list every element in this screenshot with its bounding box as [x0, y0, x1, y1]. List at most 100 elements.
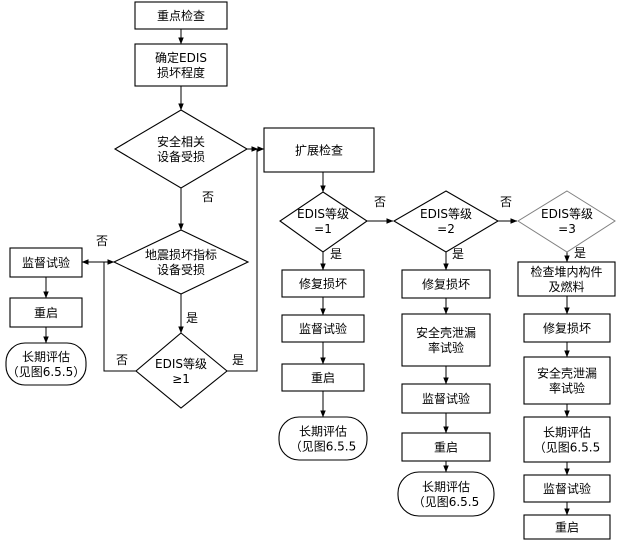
node-inspect-core-d: 检查堆内构件及燃料	[530, 264, 602, 294]
node-repair-c: 修复损坏	[422, 277, 470, 292]
node-label-line: 长期评估	[422, 480, 470, 494]
node-label-line: =1	[314, 222, 332, 236]
node-edis-eq3: EDIS等级=3	[541, 207, 593, 236]
edge-label-no-eq2: 否	[500, 195, 512, 209]
node-long-term-d-shape	[523, 416, 611, 463]
edge-label-yes-seismic: 是	[186, 311, 198, 325]
node-label-line: 率试验	[549, 381, 585, 396]
edge-label-no-seismic: 否	[96, 234, 108, 248]
edge-ge1-yes-to-extended	[227, 146, 265, 372]
node-long-term-b-shape	[278, 416, 368, 461]
edge-label-no-eq1: 否	[374, 195, 386, 209]
node-label-line: =3	[558, 222, 576, 236]
node-restart-c-shape	[401, 432, 491, 462]
node-repair-b-shape	[281, 269, 365, 298]
node-label-line: 率试验	[428, 340, 464, 355]
node-repair-c-shape	[401, 269, 491, 299]
node-restart-a: 重启	[34, 306, 58, 320]
node-restart-d: 重启	[555, 521, 579, 535]
node-key-inspection-shape	[134, 1, 228, 30]
node-label-line: 重启	[34, 306, 58, 320]
node-label-line: 重启	[434, 441, 458, 455]
edge-label-no-safety: 否	[202, 190, 214, 204]
node-edis-eq2-shape	[392, 190, 500, 253]
node-label-line: =2	[437, 222, 455, 236]
node-edis-eq1: EDIS等级=1	[297, 207, 349, 236]
edges	[43, 29, 570, 516]
node-witness-test-d: 监督试验	[543, 481, 591, 496]
node-restart-b: 重启	[311, 371, 335, 385]
node-label-line: （见图6.5.5）	[7, 365, 86, 379]
node-label-line: 修复损坏	[543, 321, 591, 336]
node-long-term-a: 长期评估（见图6.5.5）	[7, 350, 86, 379]
edge-labels: 否 否 是 否 是 否 是 否 是 是	[96, 190, 586, 367]
node-seismic-indicator: 地震损坏指标设备受损	[145, 247, 217, 277]
edge-label-yes-ge1: 是	[232, 353, 244, 367]
node-determine-damage-shape	[134, 43, 228, 87]
node-label-line: （见图6.5.5	[534, 441, 601, 455]
node-label-line: 长期评估	[299, 425, 347, 439]
node-label-line: 修复损坏	[299, 276, 347, 291]
node-witness-test-d-shape	[523, 474, 611, 503]
node-long-term-a-shape	[5, 342, 87, 386]
node-witness-test-a: 监督试验	[22, 255, 70, 270]
node-label-line: 长期评估	[543, 426, 591, 440]
node-extended-inspection-shape	[263, 127, 375, 173]
node-long-term-c-shape	[397, 471, 495, 517]
node-leak-test-d-shape	[523, 356, 611, 405]
edge-ge1-no-loop	[103, 259, 136, 372]
node-label-line: 安全相关	[157, 134, 205, 149]
node-restart-b-shape	[281, 363, 365, 392]
node-edis-eq3-shape	[517, 190, 616, 253]
node-leak-test-d: 安全壳泄漏率试验	[537, 366, 597, 396]
node-label-line: 及燃料	[548, 279, 584, 294]
node-label-line: 监督试验	[299, 321, 347, 336]
node-label-line: 修复损坏	[422, 277, 470, 292]
node-label-line: 长期评估	[22, 350, 70, 364]
node-label-line: ≥1	[172, 372, 190, 386]
node-witness-test-c-shape	[401, 383, 491, 414]
node-label-line: EDIS等级	[541, 207, 593, 221]
node-leak-test-c: 安全壳泄漏率试验	[416, 325, 476, 355]
node-label-line: EDIS等级	[155, 357, 207, 371]
node-leak-test-c-shape	[401, 313, 491, 367]
node-edis-ge1-shape	[135, 332, 228, 409]
node-label-line: 损坏程度	[157, 65, 205, 80]
node-edis-ge1: EDIS等级≥1	[155, 357, 207, 386]
node-repair-d-shape	[523, 313, 611, 343]
node-witness-test-b: 监督试验	[299, 321, 347, 336]
node-label-line: 设备受损	[157, 263, 205, 277]
node-label-line: EDIS等级	[297, 207, 349, 221]
node-safety-damaged-shape	[113, 109, 249, 189]
node-label-line: 重点检查	[157, 8, 205, 23]
node-restart-a-shape	[9, 297, 83, 328]
node-label-line: 检查堆内构件	[530, 264, 602, 279]
node-label-line: 确定EDIS	[155, 50, 207, 65]
node-witness-test-a-shape	[9, 247, 83, 278]
node-witness-test-b-shape	[281, 314, 365, 343]
node-label-line: （见图6.5.5	[290, 440, 357, 454]
node-long-term-d: 长期评估（见图6.5.5	[534, 426, 601, 455]
node-edis-eq1-shape	[279, 191, 368, 253]
node-restart-c: 重启	[434, 441, 458, 455]
node-label-line: 监督试验	[422, 391, 470, 406]
node-label-line: 监督试验	[543, 481, 591, 496]
node-witness-test-c: 监督试验	[422, 391, 470, 406]
node-label-line: EDIS等级	[420, 207, 472, 221]
node-label-line: 扩展检查	[295, 143, 343, 158]
node-label-line: 安全壳泄漏	[537, 366, 597, 381]
node-edis-eq2: EDIS等级=2	[420, 207, 472, 236]
node-label-line: 重启	[555, 521, 579, 535]
node-seismic-indicator-shape	[112, 229, 250, 295]
node-restart-d-shape	[523, 514, 611, 540]
edge-label-yes-eq1: 是	[330, 247, 342, 261]
node-long-term-b: 长期评估（见图6.5.5	[290, 425, 357, 454]
node-extended-inspection: 扩展检查	[295, 143, 343, 158]
edge-label-no-ge1: 否	[116, 353, 128, 367]
node-repair-b: 修复损坏	[299, 276, 347, 291]
node-label-line: 监督试验	[22, 255, 70, 270]
edge-label-yes-eq2: 是	[452, 247, 464, 261]
